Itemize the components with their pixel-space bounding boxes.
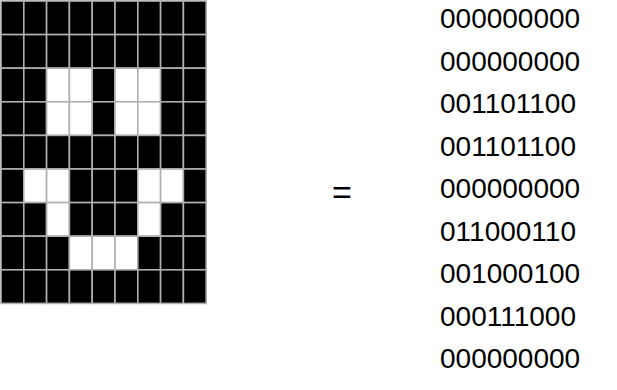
pixel-cell xyxy=(69,203,92,237)
pixel-cell xyxy=(161,169,184,203)
pixel-cell xyxy=(92,203,115,237)
pixel-cell xyxy=(69,68,92,102)
pixel-cell xyxy=(115,270,138,304)
pixel-cell xyxy=(24,35,47,69)
pixel-cell xyxy=(161,135,184,169)
pixel-cell xyxy=(115,102,138,136)
pixel-cell xyxy=(24,203,47,237)
pixel-cell xyxy=(138,270,161,304)
binary-row: 000000000 xyxy=(440,342,580,376)
pixel-cell xyxy=(183,1,206,35)
pixel-cell xyxy=(47,1,70,35)
pixel-cell xyxy=(161,102,184,136)
binary-row: 001000100 xyxy=(440,257,580,291)
pixel-cell xyxy=(183,135,206,169)
pixel-cell xyxy=(183,270,206,304)
pixel-cell xyxy=(138,35,161,69)
pixel-grid xyxy=(0,0,210,308)
pixel-cell xyxy=(183,169,206,203)
pixel-cell xyxy=(1,35,24,69)
pixel-cell xyxy=(161,203,184,237)
pixel-cell xyxy=(69,236,92,270)
pixel-cell xyxy=(1,270,24,304)
pixel-cell xyxy=(92,169,115,203)
binary-row: 000000000 xyxy=(440,172,580,206)
pixel-cell xyxy=(92,135,115,169)
pixel-cell xyxy=(69,1,92,35)
pixel-cell xyxy=(161,270,184,304)
pixel-cell xyxy=(92,236,115,270)
pixel-cell xyxy=(138,203,161,237)
pixel-cell xyxy=(115,35,138,69)
pixel-cell xyxy=(69,135,92,169)
pixel-cell xyxy=(24,102,47,136)
pixel-cell xyxy=(47,68,70,102)
pixel-cell xyxy=(183,35,206,69)
pixel-cell xyxy=(115,236,138,270)
pixel-cell xyxy=(47,102,70,136)
pixel-cell xyxy=(92,1,115,35)
pixel-cell xyxy=(24,270,47,304)
pixel-cell xyxy=(1,102,24,136)
pixel-cell xyxy=(92,102,115,136)
pixel-cell xyxy=(115,1,138,35)
pixel-cell xyxy=(161,35,184,69)
pixel-cell xyxy=(1,135,24,169)
pixel-cell xyxy=(183,68,206,102)
pixel-cell xyxy=(92,68,115,102)
pixel-cell xyxy=(1,1,24,35)
pixel-cell xyxy=(1,169,24,203)
pixel-cell xyxy=(183,236,206,270)
pixel-cell xyxy=(24,1,47,35)
pixel-cell xyxy=(47,270,70,304)
binary-row: 001101100 xyxy=(440,87,576,121)
pixel-cell xyxy=(138,135,161,169)
pixel-cell xyxy=(183,102,206,136)
pixel-cell xyxy=(115,68,138,102)
pixel-cell xyxy=(138,1,161,35)
pixel-cell xyxy=(24,68,47,102)
pixel-cell xyxy=(115,169,138,203)
pixel-cell xyxy=(69,102,92,136)
pixel-cell xyxy=(138,68,161,102)
binary-row: 000000000 xyxy=(440,45,580,79)
pixel-cell xyxy=(115,203,138,237)
equals-sign: = xyxy=(332,172,352,213)
pixel-cell xyxy=(47,169,70,203)
pixel-cell xyxy=(138,102,161,136)
binary-row: 000111000 xyxy=(440,300,576,334)
pixel-cell xyxy=(24,135,47,169)
pixel-cell xyxy=(47,203,70,237)
pixel-cell xyxy=(92,35,115,69)
pixel-cell xyxy=(69,169,92,203)
pixel-cell xyxy=(1,68,24,102)
pixel-cell xyxy=(161,68,184,102)
binary-row: 011000110 xyxy=(440,215,576,249)
pixel-cell xyxy=(47,35,70,69)
pixel-cell xyxy=(138,169,161,203)
pixel-cell xyxy=(115,135,138,169)
pixel-cell xyxy=(138,236,161,270)
pixel-cell xyxy=(161,1,184,35)
pixel-cell xyxy=(69,270,92,304)
pixel-cell xyxy=(47,135,70,169)
pixel-cell xyxy=(183,203,206,237)
binary-row: 001101100 xyxy=(440,130,576,164)
pixel-cell xyxy=(24,236,47,270)
pixel-cell xyxy=(69,35,92,69)
pixel-cell xyxy=(24,169,47,203)
binary-row: 000000000 xyxy=(440,2,580,36)
pixel-cell xyxy=(47,236,70,270)
pixel-cell xyxy=(1,203,24,237)
pixel-cell xyxy=(1,236,24,270)
pixel-cell xyxy=(161,236,184,270)
pixel-cell xyxy=(92,270,115,304)
